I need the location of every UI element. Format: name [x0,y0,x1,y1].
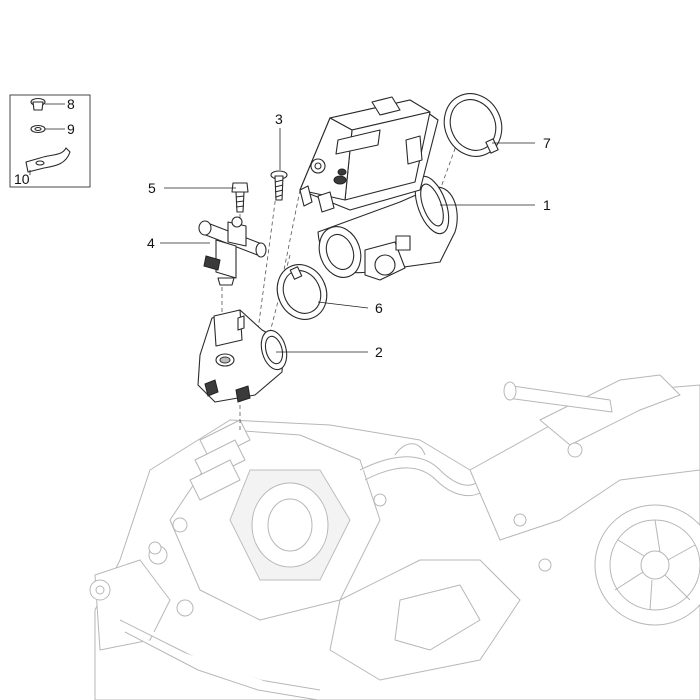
callout-10: 10 [14,171,30,187]
clip-part-10 [25,147,71,173]
callout-5: 5 [148,180,156,196]
callout-6: 6 [375,300,383,316]
clamp-ring-part-7 [443,93,503,157]
callout-9: 9 [67,121,75,137]
clamp-ring-part-6 [276,264,328,320]
engine-background [89,374,700,700]
screw-part-8 [30,97,46,111]
callout-4: 4 [147,235,155,251]
callout-3: 3 [275,111,283,127]
callout-1: 1 [543,197,551,213]
screw-part-3 [270,170,288,201]
callout-8: 8 [67,96,75,112]
leader-lines [29,103,535,353]
throttle-body-part-1 [299,96,458,281]
small-parts-box [9,94,91,188]
injector-part-4 [198,216,267,286]
callout-labels: 1 2 3 4 5 6 7 8 9 10 [14,96,551,360]
bolt-part-5 [231,182,249,213]
washer-part-9 [30,124,46,134]
callout-7: 7 [543,135,551,151]
intake-manifold-part-2 [197,309,288,403]
callout-2: 2 [375,344,383,360]
